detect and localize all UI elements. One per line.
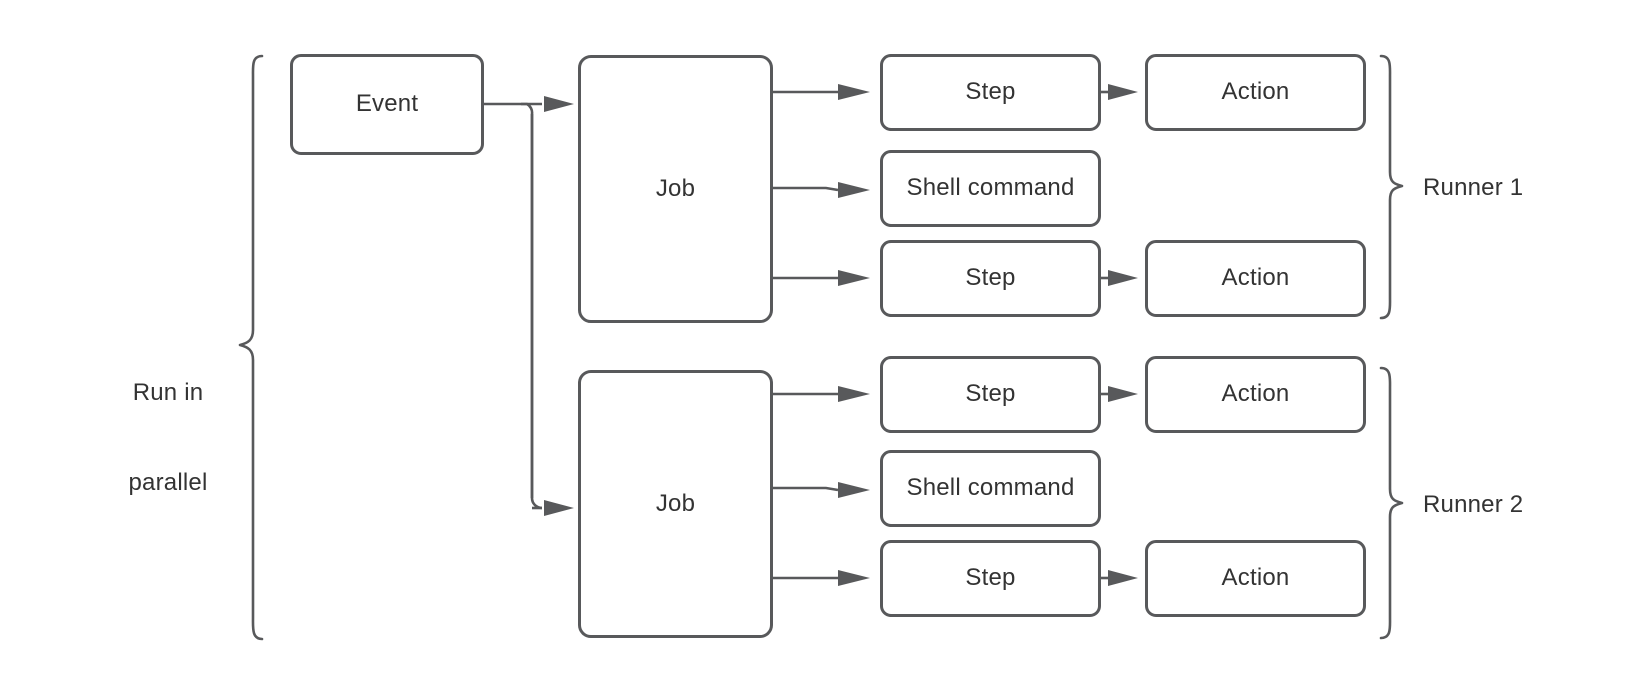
arrowhead-job2-step1: [838, 386, 870, 402]
job1-step-to-action-connectors: [1100, 90, 1108, 280]
node-job-runner-2-label: Job: [655, 489, 696, 517]
node-action-r2-2[interactable]: Action: [1145, 540, 1366, 617]
job1-to-steps-connectors: [772, 90, 839, 280]
node-action-r1-2-label: Action: [1221, 264, 1290, 292]
event-to-jobs-connector: [483, 102, 543, 510]
node-step-r1-2-label: Step: [965, 264, 1016, 292]
node-event-label: Event: [355, 90, 419, 118]
arrowhead-job2-shell: [838, 482, 870, 498]
left-brace-run-in-parallel: [238, 54, 264, 641]
arrowhead-step4-action4: [1108, 570, 1138, 586]
arrowhead-job1-step1: [838, 84, 870, 100]
label-run-in-parallel-line-2: parallel: [128, 469, 208, 496]
node-shell-command-r1[interactable]: Shell command: [880, 150, 1101, 227]
node-step-r2-1[interactable]: Step: [880, 356, 1101, 433]
arrowhead-step2-action2: [1108, 270, 1138, 286]
node-action-r2-2-label: Action: [1221, 564, 1290, 592]
label-runner-2: Runner 2: [1423, 491, 1524, 518]
node-action-r2-1-label: Action: [1221, 380, 1290, 408]
node-job-runner-1-label: Job: [655, 174, 696, 202]
node-step-r1-2[interactable]: Step: [880, 240, 1101, 317]
node-shell-command-r2-label: Shell command: [906, 474, 1075, 502]
node-step-r1-1[interactable]: Step: [880, 54, 1101, 131]
label-run-in-parallel-line-1: Run in: [132, 379, 204, 406]
node-step-r2-2[interactable]: Step: [880, 540, 1101, 617]
node-action-r1-1-label: Action: [1221, 78, 1290, 106]
node-step-r1-1-label: Step: [965, 78, 1016, 106]
job2-step-to-action-connectors: [1100, 392, 1108, 580]
label-runner-1: Runner 1: [1423, 174, 1524, 201]
arrowhead-job2-step2: [838, 570, 870, 586]
node-shell-command-r1-label: Shell command: [906, 174, 1075, 202]
arrowhead-event-to-job1: [544, 96, 574, 112]
job2-to-steps-connectors: [772, 392, 839, 580]
node-shell-command-r2[interactable]: Shell command: [880, 450, 1101, 527]
node-job-runner-2[interactable]: Job: [578, 370, 773, 638]
arrowhead-job1-step2: [838, 270, 870, 286]
node-step-r2-2-label: Step: [965, 564, 1016, 592]
node-action-r1-2[interactable]: Action: [1145, 240, 1366, 317]
node-action-r2-1[interactable]: Action: [1145, 356, 1366, 433]
right-brace-runner-1: [1379, 54, 1404, 320]
arrowhead-job1-shell: [838, 182, 870, 198]
node-action-r1-1[interactable]: Action: [1145, 54, 1366, 131]
node-event[interactable]: Event: [290, 54, 484, 155]
arrowhead-step1-action1: [1108, 84, 1138, 100]
node-step-r2-1-label: Step: [965, 380, 1016, 408]
arrowhead-event-to-job2: [544, 500, 574, 516]
right-brace-runner-2: [1379, 366, 1404, 640]
label-run-in-parallel: Run in parallel: [108, 318, 228, 558]
arrowhead-step3-action3: [1108, 386, 1138, 402]
node-job-runner-1[interactable]: Job: [578, 55, 773, 323]
